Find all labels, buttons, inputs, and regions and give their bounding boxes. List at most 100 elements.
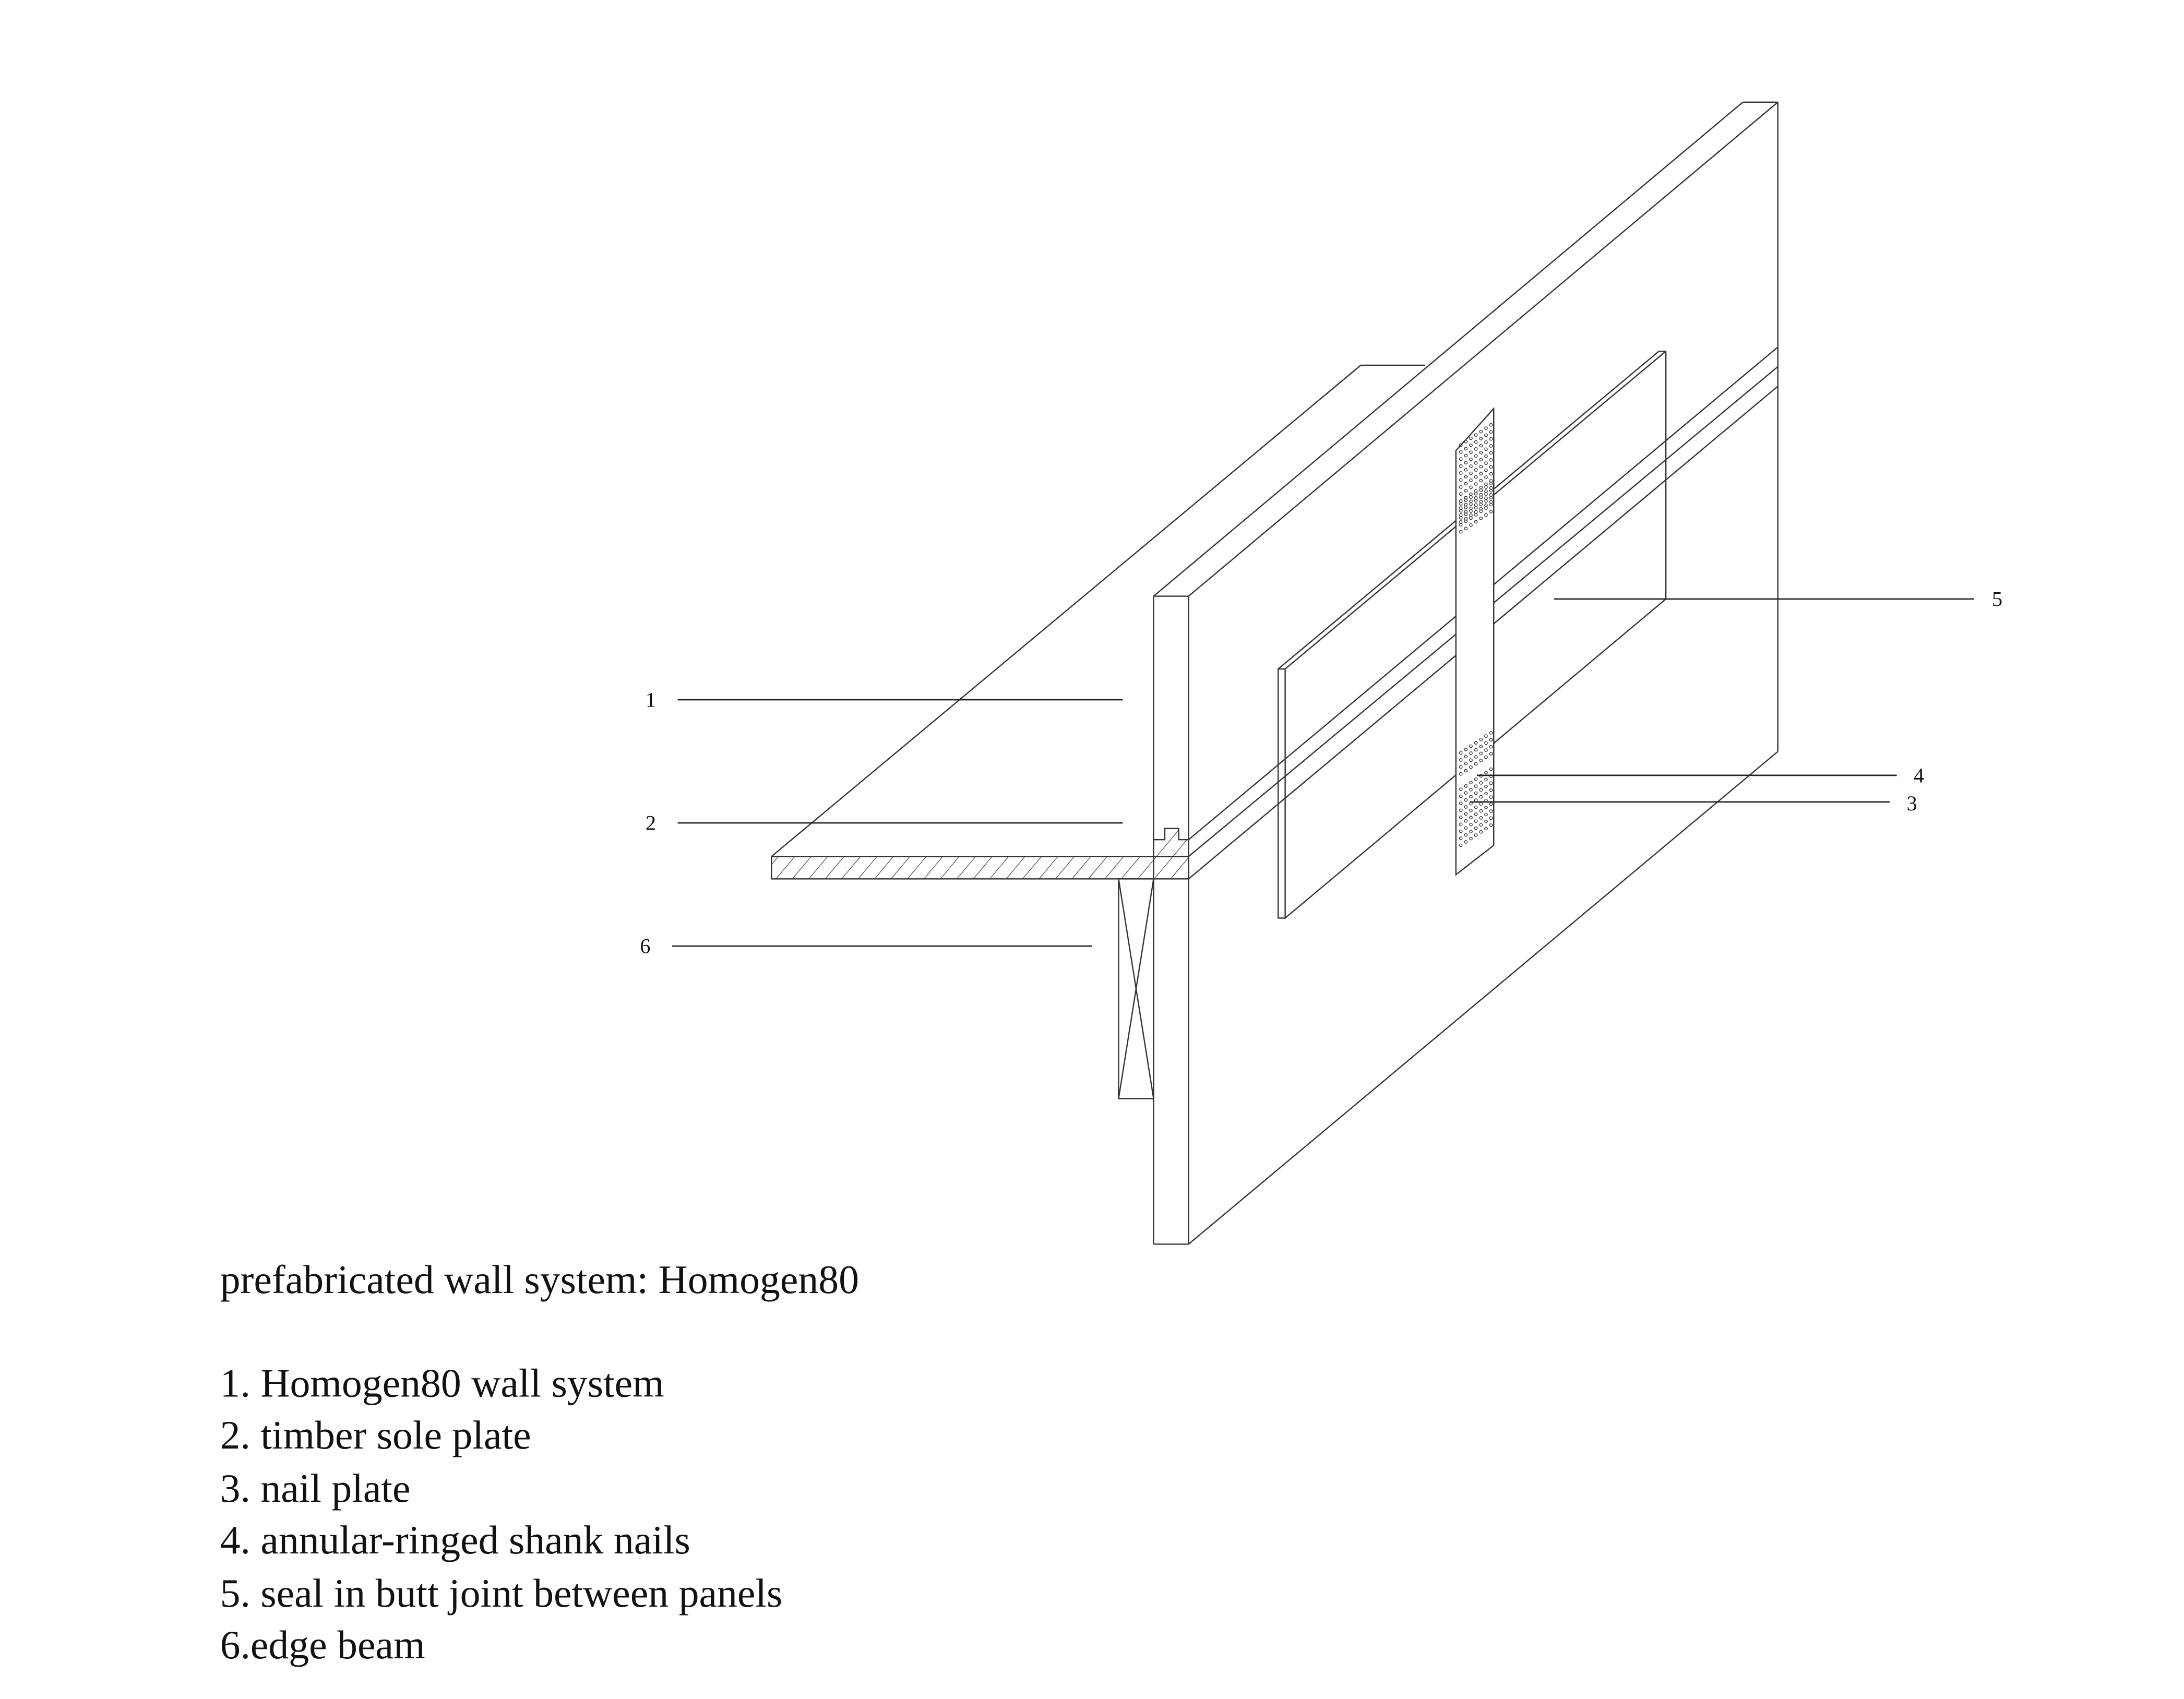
nail-hole [1469, 471, 1473, 475]
nail-hole [1459, 815, 1463, 819]
nail-hole [1489, 458, 1493, 462]
nail-hole [1484, 499, 1488, 503]
nail-hole [1469, 478, 1473, 482]
nail-hole [1459, 523, 1463, 527]
nail-hole [1459, 492, 1463, 496]
nail-hole [1459, 516, 1463, 520]
nail-hole [1459, 836, 1463, 840]
legend-item-5: 5. seal in butt joint between panels [220, 1571, 783, 1616]
nail-hole [1474, 482, 1478, 486]
nail-hole [1464, 819, 1468, 823]
nail-hole [1459, 530, 1463, 534]
nail-hole [1474, 755, 1478, 759]
nail-plate [1455, 407, 1495, 876]
nail-hole [1474, 461, 1478, 465]
nail-hole [1464, 482, 1468, 486]
nail-hole [1474, 784, 1478, 788]
nail-hole [1489, 451, 1493, 455]
nail-hole [1484, 741, 1488, 745]
nail-hole [1489, 745, 1493, 749]
nail-hole [1469, 795, 1473, 798]
nail-hole [1479, 478, 1483, 483]
nail-hole [1484, 777, 1488, 782]
nail-hole [1484, 755, 1488, 759]
nail-hole [1464, 519, 1468, 523]
nail-hole [1459, 801, 1463, 805]
nail-hole [1479, 737, 1483, 741]
nail-hole [1474, 433, 1478, 437]
legend-item-1: 1. Homogen80 wall system [220, 1361, 664, 1406]
nail-hole [1479, 759, 1483, 762]
nail-hole [1474, 826, 1478, 830]
nail-hole [1469, 787, 1473, 792]
nail-hole [1484, 820, 1488, 823]
nail-hole [1464, 833, 1468, 837]
nail-hole [1479, 458, 1483, 462]
nail-hole [1464, 761, 1468, 765]
nail-hole [1489, 437, 1493, 441]
nail-hole [1469, 509, 1473, 513]
nail-hole [1474, 454, 1478, 458]
nail-hole [1479, 509, 1483, 513]
nail-hole [1474, 819, 1478, 823]
nail-hole [1479, 444, 1483, 448]
nail-hole [1484, 475, 1488, 479]
nail-hole [1474, 499, 1478, 502]
nail-hole [1469, 436, 1473, 440]
nail-hole [1459, 751, 1463, 755]
nail-hole [1474, 506, 1478, 510]
nail-hole [1459, 502, 1463, 506]
nail-hole [1469, 495, 1473, 499]
nail-hole [1469, 516, 1473, 520]
nail-hole [1484, 454, 1488, 458]
nail-hole [1474, 777, 1478, 781]
nail-hole [1479, 809, 1483, 813]
nail-hole [1464, 440, 1468, 444]
callout-4: 4 [1914, 763, 1924, 787]
nail-hole [1459, 758, 1463, 762]
nail-hole [1474, 513, 1478, 517]
nail-hole [1474, 447, 1478, 451]
nail-hole [1474, 791, 1478, 795]
nail-hole [1489, 472, 1493, 476]
nail-hole [1489, 488, 1493, 493]
nail-hole [1459, 471, 1463, 475]
nail-hole [1489, 502, 1493, 507]
nail-hole [1459, 509, 1463, 513]
nail-hole [1459, 450, 1463, 454]
nail-hole [1489, 767, 1493, 771]
nail-hole [1479, 781, 1483, 785]
nail-hole [1459, 485, 1463, 489]
nail-hole [1469, 751, 1473, 755]
nail-hole [1464, 512, 1468, 517]
nail-hole [1469, 758, 1473, 762]
nail-hole [1484, 513, 1488, 517]
callout-2: 2 [646, 811, 656, 834]
nail-hole [1484, 426, 1488, 430]
nail-hole [1459, 772, 1463, 776]
nail-hole [1489, 482, 1493, 486]
nail-hole [1464, 791, 1468, 795]
nail-hole [1459, 822, 1463, 827]
nail-hole [1489, 444, 1493, 448]
callout-1: 1 [646, 688, 656, 711]
nail-hole [1484, 461, 1488, 465]
nail-hole [1459, 808, 1463, 812]
nail-hole [1479, 488, 1483, 493]
nail-hole [1489, 788, 1493, 792]
nail-hole [1484, 433, 1488, 437]
nail-hole [1474, 741, 1478, 745]
nail-hole [1484, 771, 1488, 774]
nail-hole [1484, 485, 1488, 489]
nail-hole [1469, 523, 1473, 527]
nail-hole [1484, 506, 1488, 510]
callout-6: 6 [640, 934, 650, 958]
nail-hole [1464, 506, 1468, 509]
nail-hole [1469, 781, 1473, 785]
nail-hole [1464, 755, 1468, 759]
nail-hole [1474, 468, 1478, 472]
nail-hole [1464, 798, 1468, 802]
nail-hole [1464, 748, 1468, 751]
nail-hole [1489, 795, 1493, 799]
